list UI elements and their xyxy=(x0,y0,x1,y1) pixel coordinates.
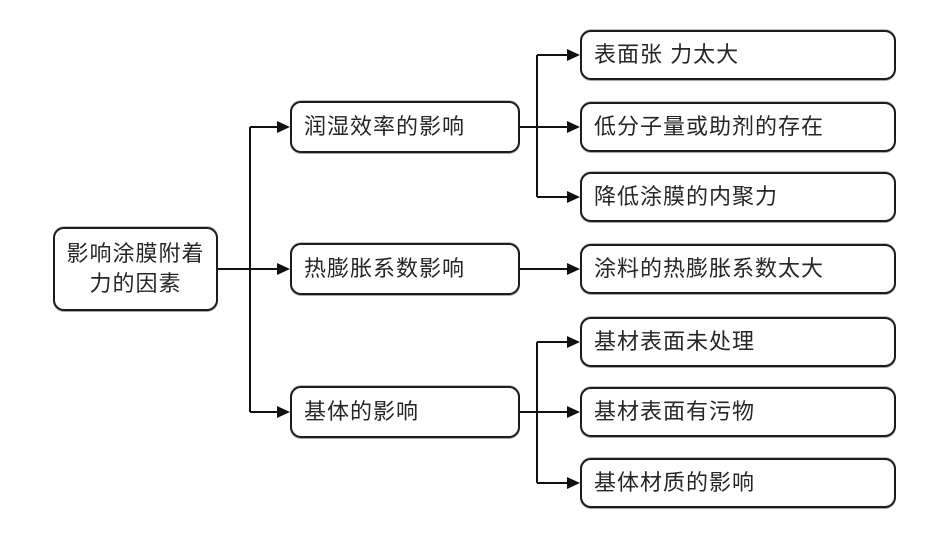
node-substrate-material: 基体材质的影响 xyxy=(580,458,896,508)
node-surface-tension: 表面张 力太大 xyxy=(580,30,896,80)
node-coating-thermal-expansion: 涂料的热膨胀系数太大 xyxy=(580,244,896,294)
node-substrate-influence: 基体的影响 xyxy=(290,386,520,438)
node-adhesion-factors: 影响涂膜附着 力的因素 xyxy=(53,227,218,311)
node-substrate-untreated: 基材表面未处理 xyxy=(580,317,896,367)
node-low-molecular-weight: 低分子量或助剂的存在 xyxy=(580,102,896,152)
node-thermal-expansion: 热膨胀系数影响 xyxy=(290,243,520,295)
node-adhesion-factors-line2: 力的因素 xyxy=(89,271,182,296)
node-wetting-efficiency: 润湿效率的影响 xyxy=(290,101,520,153)
node-substrate-contaminated: 基材表面有污物 xyxy=(580,387,896,437)
node-adhesion-factors-line1: 影响涂膜附着 xyxy=(66,241,205,267)
node-cohesion-reduction: 降低涂膜的内聚力 xyxy=(580,172,896,222)
